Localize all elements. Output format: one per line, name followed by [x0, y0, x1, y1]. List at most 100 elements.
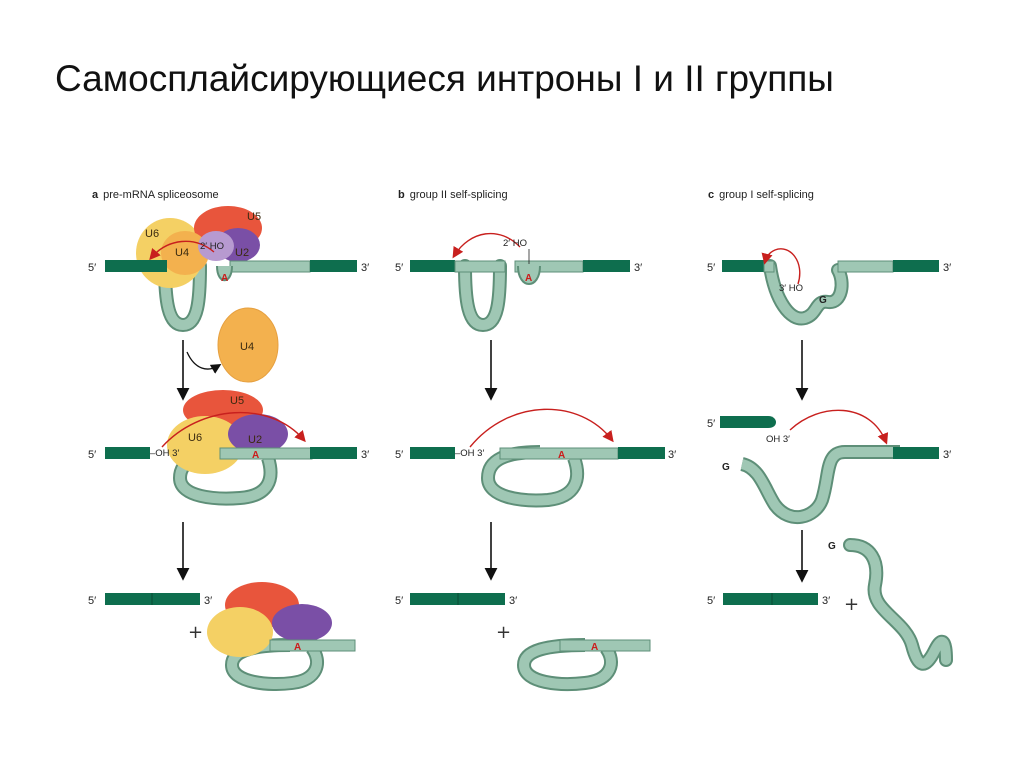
exon-3 — [893, 260, 939, 272]
hydroxyl-label: 2′ HO — [503, 238, 527, 249]
attack-arrow — [452, 232, 521, 259]
three-prime-label: 3′ — [361, 262, 369, 274]
intron-strand-left — [454, 260, 506, 273]
three-prime-label-3: 3′ — [822, 595, 830, 607]
panel-b-row1: 5′ 3′ 2′ HO A — [395, 232, 642, 333]
five-prime-label-2: 5′ — [395, 449, 403, 461]
exon-5-2 — [105, 447, 150, 459]
exon-3-2 — [618, 447, 665, 459]
lariat-product-inner — [518, 640, 616, 690]
attack-arrow — [761, 248, 801, 285]
exon-3-2 — [310, 447, 357, 459]
u2-snrnp-2 — [228, 414, 288, 454]
adenosine-label-3: A — [591, 642, 598, 653]
intron-loop-inner — [460, 261, 505, 331]
five-prime-label-3: 5′ — [395, 595, 403, 607]
slide-title: Самосплайсирующиеся интроны I и II групп… — [55, 58, 834, 99]
five-prime-label-2: 5′ — [707, 418, 715, 430]
u4-snrnp — [161, 231, 209, 275]
panel-b-row2: 5′ 3′ –OH 3′ A — [395, 408, 676, 508]
attack-arrow-2 — [789, 409, 889, 445]
u6-label: U6 — [145, 228, 159, 240]
three-prime-label: 3′ — [943, 262, 951, 274]
five-prime-label-3: 5′ — [88, 595, 96, 607]
ligated-exons — [723, 593, 818, 605]
panel-a-row2: 5′ 3′ –OH 3′ A U5 U6 U2 — [88, 390, 369, 506]
plus-sign: + — [188, 622, 203, 643]
u2-label: U2 — [235, 247, 249, 259]
five-prime-label: 5′ — [395, 262, 403, 274]
three-prime-label: 3′ — [634, 262, 642, 274]
u5-label-2: U5 — [230, 395, 244, 407]
cut-exon-5 — [720, 416, 776, 428]
oh3-label: –OH 3′ — [455, 448, 484, 459]
branch-region — [198, 231, 234, 261]
u2-label-2: U2 — [248, 434, 262, 446]
panel-a-row3: 5′ 3′ + A — [88, 582, 356, 692]
u2-snrnp-3 — [272, 604, 332, 642]
three-prime-label-2: 3′ — [361, 449, 369, 461]
attack-arrow — [149, 240, 215, 261]
five-prime-label-3: 5′ — [707, 595, 715, 607]
branch-bump — [517, 265, 541, 285]
exon-5 — [105, 260, 167, 272]
u5-label: U5 — [247, 211, 261, 223]
adenosine-label-2: A — [558, 450, 565, 461]
adenosine-label-2: A — [252, 450, 259, 461]
lariat-tail — [559, 639, 651, 652]
panel-c-row1: 5′ 3′ 3′ HO G — [707, 248, 951, 326]
guanosine-label: G — [819, 295, 827, 306]
hydroxyl-label: 2′ HO — [200, 241, 224, 252]
three-prime-label-2: 3′ — [943, 449, 951, 461]
u4-released-label: U4 — [240, 341, 254, 353]
intron-wiggle-2-inner — [740, 447, 900, 523]
panel-c-row3: 5′ 3′ + G — [707, 538, 953, 671]
attack-arrow-2 — [469, 408, 614, 448]
u4-released — [217, 307, 279, 383]
hydroxyl-label: 3′ HO — [779, 283, 803, 294]
linear-intron-inner — [845, 540, 951, 669]
five-prime-label: 5′ — [88, 262, 96, 274]
intron-strand-left — [763, 260, 775, 273]
plus-sign: + — [844, 594, 859, 615]
adenosine-label: A — [525, 273, 532, 284]
five-prime-label: 5′ — [707, 262, 715, 274]
u4-release-arrow — [186, 351, 222, 374]
u6-label-2: U6 — [188, 432, 202, 444]
three-prime-label-3: 3′ — [509, 595, 517, 607]
intron-wiggle-inner — [765, 261, 847, 324]
u6-snrnp-3 — [207, 607, 273, 657]
intron-strand-right — [837, 260, 894, 273]
u4-label: U4 — [175, 247, 189, 259]
exon-5 — [722, 260, 764, 272]
lariat-tail — [269, 639, 356, 652]
adenosine-label: A — [221, 273, 228, 284]
guanosine-label-3: G — [828, 541, 836, 552]
panel-b-row3: 5′ 3′ + A — [395, 593, 651, 692]
adenosine-label-3: A — [294, 642, 301, 653]
guanosine-label-2: G — [722, 462, 730, 473]
exon-3 — [583, 260, 630, 272]
exon-3 — [310, 260, 357, 272]
branch-bump — [216, 265, 233, 282]
exon-3-2 — [893, 447, 939, 459]
intron-loop-inner — [160, 261, 205, 331]
exon-5-2 — [410, 447, 455, 459]
oh3-label: OH 3′ — [766, 434, 790, 445]
intron-strand-2 — [219, 447, 313, 460]
three-prime-label-3: 3′ — [204, 595, 212, 607]
panel-c-row2: 5′ OH 3′ 3′ G — [707, 409, 951, 525]
oh3-label: –OH 3′ — [150, 448, 179, 459]
plus-sign: + — [496, 622, 511, 643]
panel-a-row1: 5′ 3′ 2′ HO A U5 U6 U4 U2 — [88, 206, 369, 333]
attack-arrow-2 — [161, 412, 306, 448]
intron-strand — [229, 260, 311, 273]
five-prime-label-2: 5′ — [88, 449, 96, 461]
exon-5 — [410, 260, 455, 272]
